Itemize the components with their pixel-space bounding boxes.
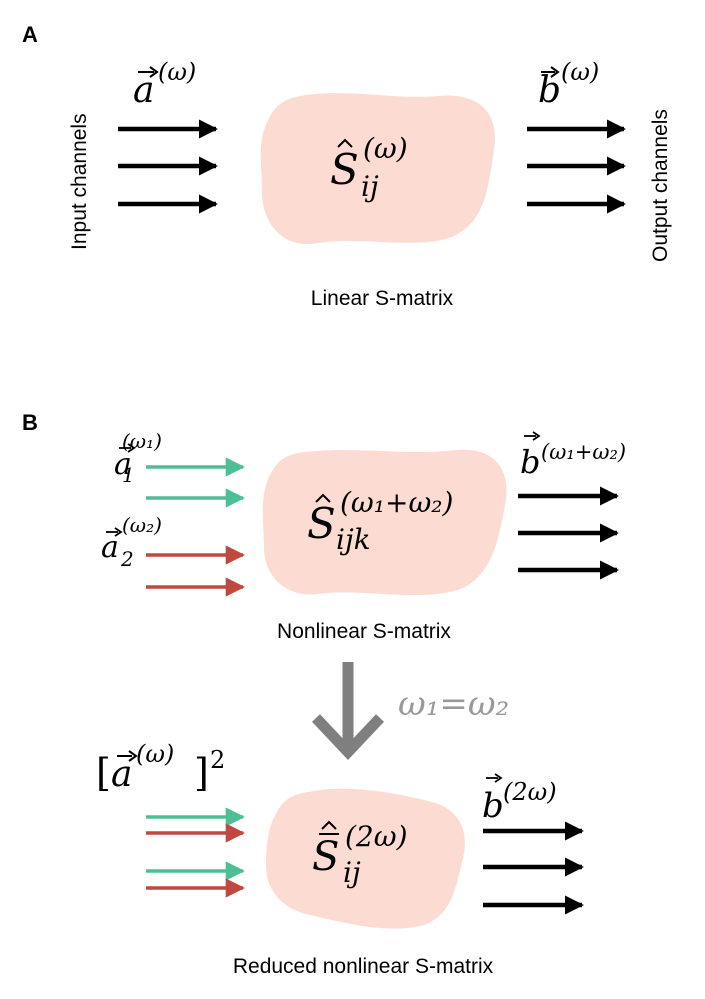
vector-arrow-tip <box>114 527 123 537</box>
reduced-s-matrix-symbol: S (2ω) ij <box>312 820 408 889</box>
input2-vector-subscript: 2 <box>120 547 134 571</box>
reduced-input-arrows <box>146 807 245 898</box>
panel-a: A a (ω) b (ω) Input channels Output chan… <box>22 22 672 310</box>
output-arrows <box>527 119 626 214</box>
input1-vector-symbol: a <box>114 447 132 482</box>
reduced-output-vector-symbol: b <box>482 786 504 826</box>
output-vector-label: b (ω) <box>538 58 599 111</box>
input2-vector-superscript: (ω₂) <box>122 513 162 537</box>
input1-vector-superscript: (ω₁) <box>122 429 162 453</box>
reduction-arrow <box>311 662 385 761</box>
nonlinear-output-vector-symbol: b <box>520 443 540 481</box>
reduced-output-vector-label: b (2ω) <box>482 773 557 826</box>
vector-arrow-tip <box>550 66 560 78</box>
reduction-arrow-head <box>311 714 385 761</box>
input1-vector-label: a 1 (ω₁) <box>114 429 162 487</box>
output-vector-symbol: b <box>538 70 561 111</box>
reduced-input-label: [ a (ω) ] 2 <box>96 740 225 795</box>
hat-accent <box>321 820 337 830</box>
vector-arrow-tip <box>532 431 541 441</box>
panel-b-label: B <box>22 410 38 435</box>
matrix-superscript: (2ω) <box>345 820 408 853</box>
s-matrix-blob <box>260 93 495 245</box>
nonlinear-s-matrix-blob <box>262 449 507 596</box>
reduced-input-superscript: (ω) <box>136 740 174 768</box>
reduced-s-matrix-blob <box>266 788 465 929</box>
input-vector-symbol: a <box>133 70 154 111</box>
matrix-superscript: (ω₁+ω₂) <box>340 486 453 519</box>
panel-a-label: A <box>22 22 38 47</box>
input-arrows <box>118 119 218 214</box>
matrix-letter: S <box>330 145 359 194</box>
reduced-input-vector-symbol: a <box>111 754 132 795</box>
vector-arrow-tip <box>149 66 159 78</box>
vector-arrow-tip <box>128 750 138 762</box>
hat-accent <box>315 493 331 503</box>
matrix-subscript: ij <box>361 170 379 203</box>
close-bracket: ] <box>194 751 209 795</box>
s-matrix-symbol: S (ω) ij <box>330 132 408 203</box>
panel-b: B a 1 (ω₁) a 2 (ω₂) S <box>22 410 626 978</box>
open-bracket: [ <box>96 751 111 795</box>
nonlinear-s-matrix-symbol: S (ω₁+ω₂) ijk <box>307 486 453 556</box>
input2-vector-symbol: a <box>101 530 119 565</box>
output-channels-label: Output channels <box>649 109 672 262</box>
input1-vector-subscript: 1 <box>122 463 135 487</box>
reduced-caption: Reduced nonlinear S-matrix <box>233 955 494 978</box>
vector-arrow-tip <box>127 443 136 453</box>
output-vector-superscript: (ω) <box>561 58 599 86</box>
input-vector-superscript: (ω) <box>158 58 196 86</box>
reduced-output-vector-superscript: (2ω) <box>503 778 557 806</box>
nonlinear-output-vector-superscript: (ω₁+ω₂) <box>541 440 626 464</box>
matrix-letter: S <box>312 834 339 880</box>
matrix-letter: S <box>307 499 336 548</box>
degeneracy-condition: ω₁=ω₂ <box>398 684 509 724</box>
matrix-subscript: ij <box>343 856 361 889</box>
nonlinear-input-arrows <box>146 457 245 597</box>
reduced-input-power: 2 <box>210 746 225 774</box>
vector-arrow-tip <box>494 773 503 783</box>
matrix-subscript: ijk <box>336 523 371 556</box>
nonlinear-output-arrows <box>518 486 619 580</box>
input2-vector-label: a 2 (ω₂) <box>101 513 162 571</box>
hat-accent <box>337 138 353 148</box>
nonlinear-output-vector-label: b (ω₁+ω₂) <box>520 431 626 481</box>
input-channels-label: Input channels <box>68 113 91 250</box>
nonlinear-caption: Nonlinear S-matrix <box>277 620 451 643</box>
input-vector-label: a (ω) <box>133 58 196 111</box>
linear-caption: Linear S-matrix <box>311 287 454 310</box>
reduced-output-arrows <box>483 821 584 915</box>
matrix-superscript: (ω) <box>363 132 408 165</box>
